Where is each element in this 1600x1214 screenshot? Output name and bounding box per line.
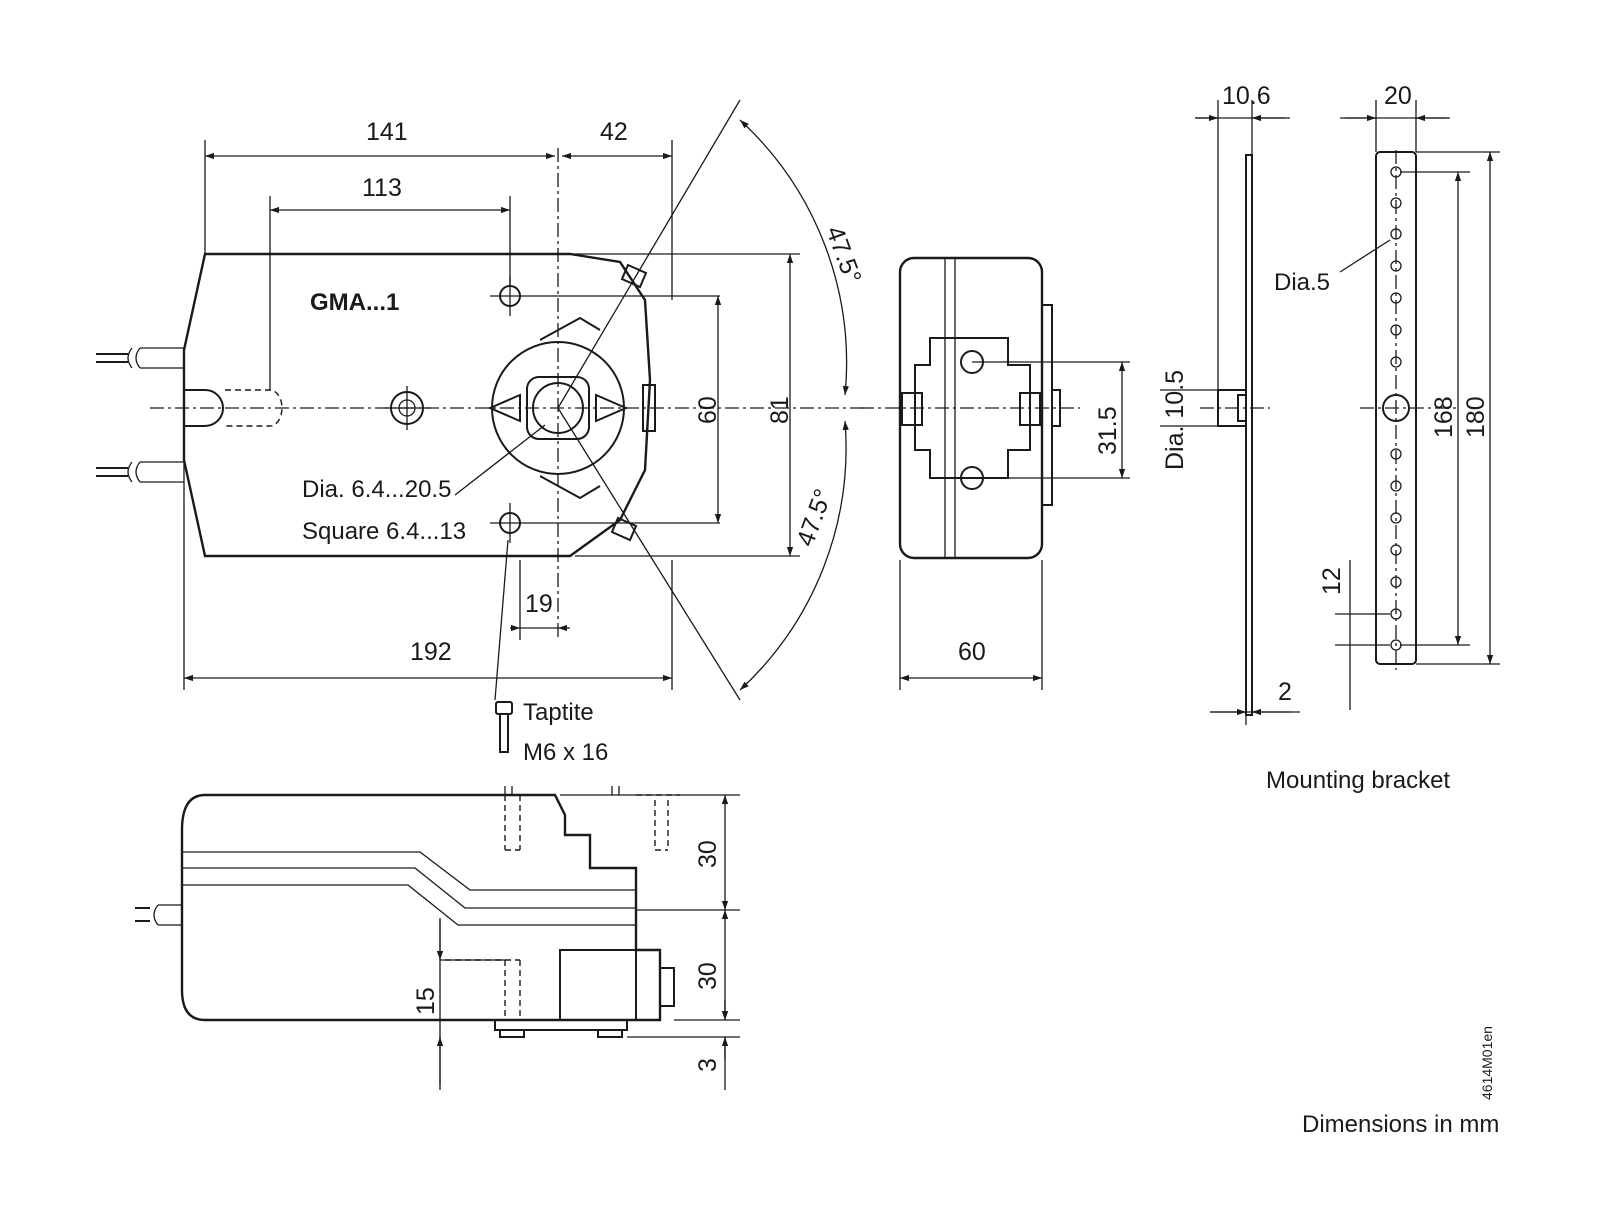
dim-2: 2 <box>1278 678 1292 706</box>
bracket-front-view: 20 Dia.5 168 180 12 Mounting bracket <box>1266 82 1500 794</box>
shaft-diameter-label: Dia. 6.4...20.5 <box>302 476 451 503</box>
units-note: Dimensions in mm <box>1302 1111 1499 1138</box>
side-view-housing <box>180 793 662 1022</box>
end-view: 31.5 60 <box>860 256 1130 690</box>
shaft-adapter <box>487 316 629 500</box>
side-view: 30 30 3 15 <box>135 786 740 1090</box>
dim-15: 15 <box>412 987 440 1015</box>
dim-141: 141 <box>366 118 408 146</box>
dim-31-5: 31.5 <box>1094 406 1122 455</box>
dim-3: 3 <box>694 1058 722 1072</box>
bracket-caption: Mounting bracket <box>1266 767 1450 794</box>
front-view: GMA...1 47.5° 47.5° <box>96 99 870 766</box>
bracket-side-view: 10.6 Dia. 10.5 2 <box>1160 82 1300 725</box>
model-label: GMA...1 <box>310 289 399 316</box>
dim-192: 192 <box>410 638 452 666</box>
cable-bottom <box>96 461 184 483</box>
dim-168: 168 <box>1430 396 1458 438</box>
screw-size-label: M6 x 16 <box>523 739 608 766</box>
screw-name-label: Taptite <box>523 699 594 726</box>
dim-30-top: 30 <box>694 840 722 868</box>
dim-60-vertical: 60 <box>694 396 722 424</box>
dim-19: 19 <box>525 590 553 618</box>
bracket-hole-diameter: Dia. 10.5 <box>1161 370 1189 470</box>
bracket-plate-edge <box>1245 154 1253 716</box>
cable-top <box>96 347 184 369</box>
dim-30-bottom: 30 <box>694 962 722 990</box>
angle-top-label: 47.5° <box>820 222 866 287</box>
mounting-slot <box>184 389 224 427</box>
bracket-hole-row <box>1390 166 1402 651</box>
shaft-square-label: Square 6.4...13 <box>302 518 466 545</box>
dim-20: 20 <box>1384 82 1412 110</box>
drawing-code: 4614M01en <box>1479 1026 1495 1100</box>
angle-bottom-label: 47.5° <box>791 485 837 550</box>
bracket-center-hole <box>1382 394 1410 422</box>
dim-10-6: 10.6 <box>1222 82 1271 110</box>
actuator-housing <box>182 252 652 558</box>
dim-180: 180 <box>1462 396 1490 438</box>
dim-81: 81 <box>766 396 794 424</box>
dim-42: 42 <box>600 118 628 146</box>
bracket-slot-diameter: Dia.5 <box>1274 269 1330 296</box>
dim-113: 113 <box>362 174 402 202</box>
taptite-screw-icon <box>495 701 513 753</box>
dim-60-horizontal: 60 <box>958 638 986 666</box>
dim-12: 12 <box>1318 567 1346 595</box>
